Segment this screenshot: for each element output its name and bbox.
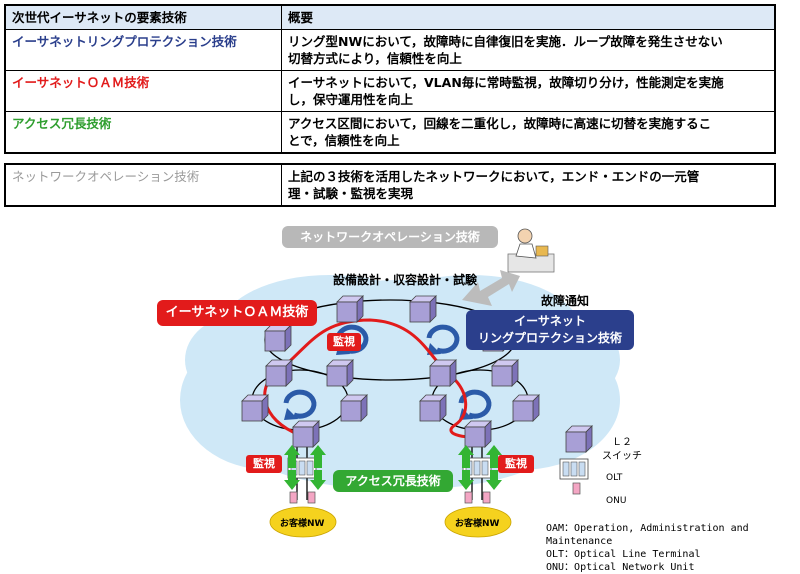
customer-clouds [269,506,512,538]
access-arrows [284,445,502,490]
monitor-label-right: 監視 [498,455,534,473]
abbr-oam: OAM：Operation, Administration and Mainte… [546,523,749,547]
table-row: イーサネットＯＡＭ技術 イーサネットにおいて，VLAN毎に常時監視，故障切り分け… [4,70,776,112]
legend-l2-label: Ｌ２ [612,437,632,448]
legend-onu-icon [572,482,581,495]
tech-oam: イーサネットＯＡＭ技術 [4,70,282,112]
monitor-label-top: 監視 [327,333,361,351]
summary-line: 理・試験・監視を実現 [288,186,414,201]
tech-ring-protection: イーサネットリングプロテクション技術 [4,29,282,71]
access-box: アクセス冗長技術 [333,470,453,492]
summary-line: リング型NWにおいて，故障時に自律復旧を実施．ループ故障を発生させない [288,34,723,49]
abbr-onu: ONU：Optical Network Unit [546,562,695,573]
tech-operation: ネットワークオペレーション技術 [4,163,282,207]
design-label: 設備設計・収容設計・試験 [333,273,478,287]
ring-box-line: イーサネット [514,314,586,328]
onu-device [307,491,316,504]
monitor-label-left: 監視 [246,455,282,473]
abbr-olt: OLT：Optical Line Terminal [546,549,701,560]
tech-table: 次世代イーサネットの要素技術 概要 イーサネットリングプロテクション技術 リング… [4,4,776,154]
oam-box: イーサネットＯＡＭ技術 [157,300,317,326]
legend-l2-icon [565,425,593,453]
legend-olt-label: OLT [606,473,623,483]
summary-access: アクセス区間において，回線を二重化し，故障時に高速に切替を実施することで，信頼性… [281,111,776,154]
fault-double-arrow [462,270,520,306]
table-row: ネットワークオペレーション技術 上記の３技術を活用したネットワークにおいて，エン… [4,163,776,207]
ops-box: ネットワークオペレーション技術 [282,226,498,248]
summary-line: 上記の３技術を活用したネットワークにおいて，エンド・エンドの一元管 [288,169,700,184]
summary-line: アクセス区間において，回線を二重化し，故障時に高速に切替を実施するこ [288,116,712,131]
legend-onu-label: ONU [606,496,627,506]
summary-operation: 上記の３技術を活用したネットワークにおいて，エンド・エンドの一元管理・試験・監視… [281,163,776,207]
summary-line: イーサネットにおいて，VLAN毎に常時監視，故障切り分け，性能測定を実施 [288,75,724,90]
fault-notice-label: 故障通知 [541,294,590,308]
summary-line: 切替方式により，信頼性を向上 [288,51,462,66]
ring-box-line: リングプロテクション技術 [477,331,622,345]
table-row: アクセス冗長技術 アクセス区間において，回線を二重化し，故障時に高速に切替を実施… [4,111,776,154]
customer-nw-left: お客様NW [280,519,325,529]
legend-olt-icon [559,458,589,480]
legend-l2-label2: スイッチ [602,451,642,462]
tech-access-redundancy: アクセス冗長技術 [4,111,282,154]
ops-table: ネットワークオペレーション技術 上記の３技術を活用したネットワークにおいて，エン… [4,163,776,207]
customer-nw-right: お客様NW [455,519,500,529]
ring-protection-box: イーサネット リングプロテクション技術 [466,310,634,350]
onu-device [289,491,298,504]
abbreviations: OAM：Operation, Administration and Mainte… [546,522,800,574]
table-row: イーサネットリングプロテクション技術 リング型NWにおいて，故障時に自律復旧を実… [4,29,776,71]
summary-oam: イーサネットにおいて，VLAN毎に常時監視，故障切り分け，性能測定を実施し，保守… [281,70,776,112]
onu-device [464,491,473,504]
summary-line: し，保守運用性を向上 [288,92,414,107]
operator-icon [507,228,555,273]
onu-device [482,491,491,504]
header-summary: 概要 [281,4,776,30]
summary-line: とで，信頼性を向上 [288,133,400,148]
